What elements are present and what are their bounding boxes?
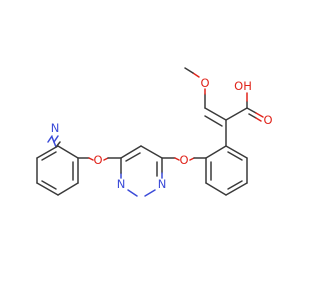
- pyrimidine-n-right-label: N: [158, 177, 167, 191]
- ether-linkage-left: [77, 157, 122, 161]
- ether-o-left-label: O: [93, 153, 102, 167]
- molecule-structure-diagram: N O O N N O OH O: [36, 67, 273, 197]
- cyanophenyl-ring: [36, 145, 79, 196]
- hydroxyl-label: OH: [234, 79, 252, 93]
- ether-linkage-right: [161, 157, 207, 161]
- nitrile-n-label: N: [51, 121, 60, 135]
- pyrimidine-ring: [120, 145, 163, 197]
- acrylate-side-chain: [184, 67, 264, 147]
- ether-o-right-label: O: [179, 153, 188, 167]
- pyrimidine-n-left-label: N: [117, 177, 126, 191]
- carbonyl-o-label: O: [263, 113, 272, 127]
- phenyl-ring-right: [205, 145, 248, 196]
- methoxy-o-label: O: [200, 76, 209, 90]
